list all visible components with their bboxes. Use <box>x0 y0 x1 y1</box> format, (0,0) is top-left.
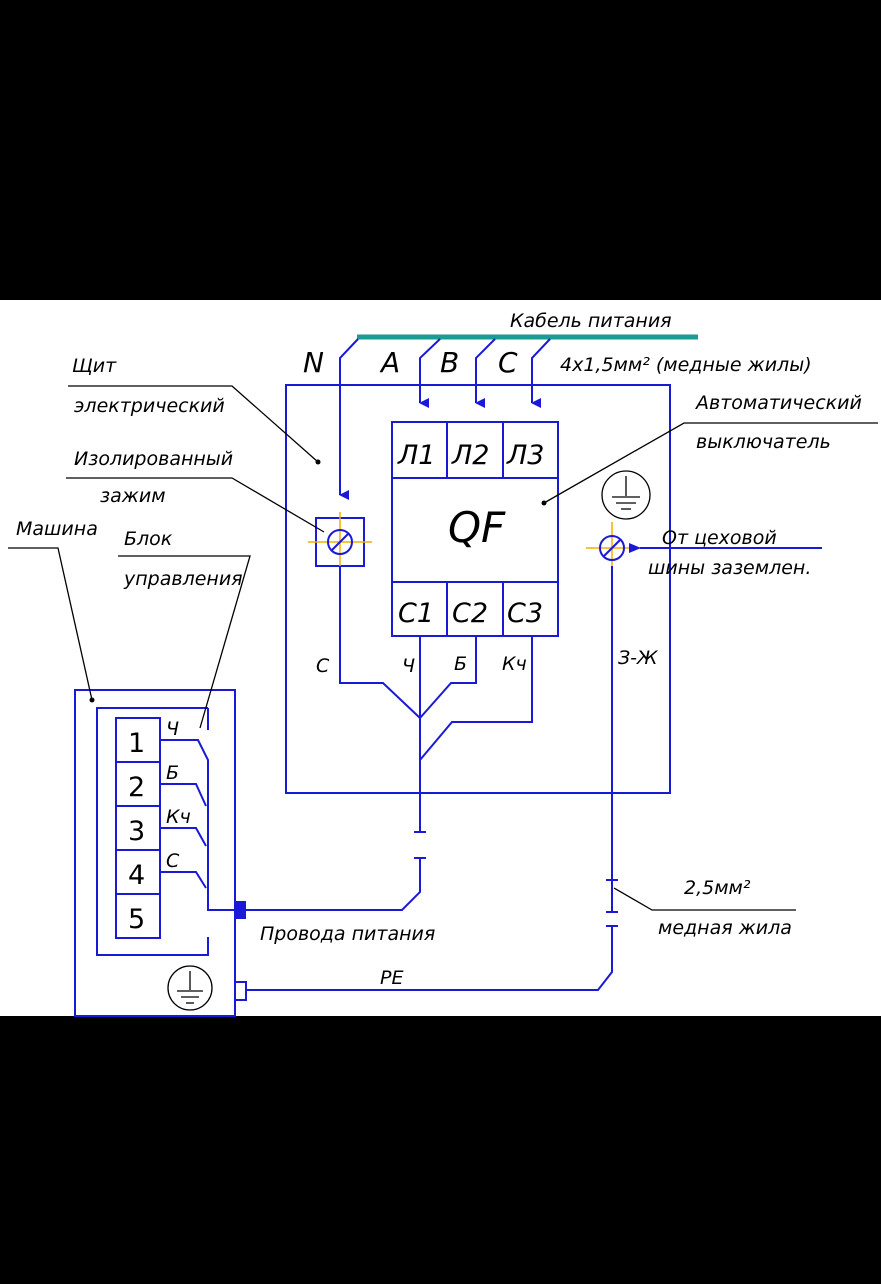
clamp-label-line2: зажим <box>100 485 166 507</box>
machine-body <box>74 689 236 1017</box>
panel-label-line2: электрический <box>74 395 225 417</box>
phase-n-label: N <box>303 346 324 379</box>
phase-b-label: B <box>440 346 459 379</box>
ground-label-line2: шины заземлен. <box>648 557 811 579</box>
copper-leader <box>613 887 796 911</box>
control-leader <box>118 555 251 729</box>
ground-wire <box>246 879 618 991</box>
terminal-number-2: 2 <box>128 772 145 803</box>
breaker-leader-dot <box>541 500 547 506</box>
wire-label-c: С <box>316 655 330 677</box>
cable-title: Кабель питания <box>510 310 672 332</box>
power-wire-bundle <box>244 790 426 911</box>
control-unit-frame <box>96 707 209 956</box>
ground-icon <box>601 470 651 520</box>
terminal-wire-ch: Ч <box>166 718 179 740</box>
power-wires-label: Провода питания <box>260 923 435 945</box>
terminal-wire-c: С <box>166 850 180 872</box>
control-label-line1: Блок <box>124 528 173 550</box>
breaker-input-2: Л2 <box>451 440 489 471</box>
wire-label-ch: Ч <box>402 655 415 677</box>
ground-label-line1: От цеховой <box>662 527 777 549</box>
breaker-input-3: Л3 <box>506 440 544 471</box>
power-connector <box>234 901 246 919</box>
machine-leader <box>8 547 93 701</box>
copper-size-label: 2,5мм² <box>684 877 751 899</box>
terminal-wiring <box>160 739 238 911</box>
panel-leader <box>68 385 319 463</box>
terminal-wire-kch: Кч <box>166 806 191 828</box>
breaker-label-line1: Автоматический <box>694 392 862 414</box>
phase-c-label: C <box>498 346 518 379</box>
terminal-number-5: 5 <box>128 904 145 935</box>
breaker-output-3: С3 <box>507 598 543 629</box>
drawing-sheet <box>0 300 881 1016</box>
clamp-label-line1: Изолированный <box>74 448 233 470</box>
machine-leader-dot <box>89 697 95 703</box>
cable-spec: 4x1,5мм² (медные жилы) <box>560 354 812 376</box>
breaker-output-2: С2 <box>452 598 488 629</box>
terminal-number-1: 1 <box>128 728 145 759</box>
breaker-output-1: С1 <box>398 598 434 629</box>
electrical-panel <box>285 384 671 794</box>
wire-label-kch: Кч <box>502 653 527 675</box>
breaker-input-1: Л1 <box>397 440 435 471</box>
terminal-number-4: 4 <box>128 860 145 891</box>
phase-a-label: A <box>379 346 400 379</box>
breaker-name: QF <box>448 503 506 552</box>
breaker-label-line2: выключатель <box>696 431 831 453</box>
wire-label-b: Б <box>454 653 467 675</box>
control-label-line2: управления <box>123 568 243 590</box>
breaker-leader <box>543 422 878 504</box>
pe-label: PE <box>380 967 403 989</box>
copper-core-label: медная жила <box>658 917 792 939</box>
panel-leader-dot <box>315 459 321 465</box>
clamp-leader <box>66 477 325 533</box>
pe-connector <box>234 981 247 1001</box>
machine-label: Машина <box>16 518 98 540</box>
phase-taps <box>339 338 551 500</box>
terminal-number-3: 3 <box>128 816 145 847</box>
wire-label-zh: З-Ж <box>618 647 659 669</box>
panel-wiring <box>339 566 613 880</box>
panel-label-line1: Щит <box>72 355 117 377</box>
terminal-wire-b: Б <box>166 762 179 784</box>
machine-ground-icon <box>167 965 213 1011</box>
